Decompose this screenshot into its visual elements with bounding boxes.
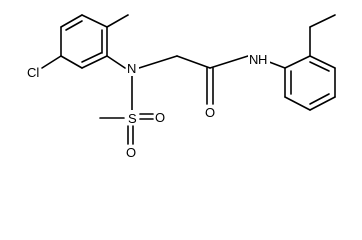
bonds-ethylphenyl-ring xyxy=(284,55,336,111)
atom-label-amide-nitrogen: N xyxy=(249,52,258,67)
bond xyxy=(284,96,311,111)
bond-ethyl-2 xyxy=(309,14,336,28)
atom-label-sulfonyl-oxygen-right: O xyxy=(155,110,165,125)
bond xyxy=(309,96,336,111)
bond-chloro xyxy=(41,55,62,69)
bonds-chloromethylphenyl-ring xyxy=(60,14,108,69)
bond xyxy=(81,14,108,28)
atom-label-sulfonyl-oxygen-bottom: O xyxy=(126,145,136,160)
double-bond-inner xyxy=(309,61,330,72)
bond-c-nh xyxy=(209,55,249,69)
atom-label-carbonyl-oxygen: O xyxy=(205,105,215,120)
atom-label-amine-nitrogen: N xyxy=(127,61,136,76)
bond xyxy=(284,55,311,69)
double-bond-inner xyxy=(309,93,330,105)
bond xyxy=(60,55,83,69)
atom-label-amide-hydrogen: H xyxy=(258,52,267,67)
bond-n-ch2 xyxy=(138,55,178,69)
bond xyxy=(60,14,83,28)
bond-ch2-carbonyl xyxy=(176,55,211,69)
atom-label-chlorine: Cl xyxy=(27,65,39,80)
bond xyxy=(81,55,108,69)
double-bond-inner xyxy=(81,52,102,63)
bond-ring-to-n xyxy=(106,55,126,69)
chemical-structure-diagram: Cl N S O O O N H xyxy=(27,14,336,160)
atom-label-sulfur: S xyxy=(128,111,137,126)
double-bond-inner xyxy=(65,20,83,31)
bond-methyl xyxy=(106,14,129,28)
bond xyxy=(309,55,336,69)
